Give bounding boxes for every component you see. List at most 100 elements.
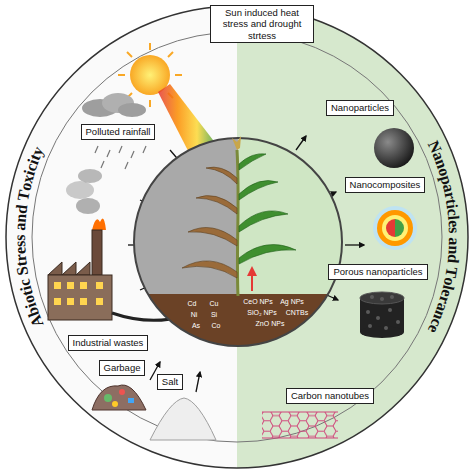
background-disc xyxy=(6,6,468,468)
cloud-rain xyxy=(143,146,146,153)
ring-title-letter: s xyxy=(12,241,28,248)
node-text: Industrial wastes xyxy=(73,337,144,348)
ring-title-letter xyxy=(12,230,28,234)
plant xyxy=(196,196,237,214)
plant xyxy=(239,211,288,232)
element-label: Co xyxy=(212,322,221,329)
factory-icon xyxy=(54,298,61,305)
ring-title-letter: n xyxy=(445,245,462,255)
ring-title-letter: e xyxy=(445,220,461,228)
plant xyxy=(206,167,237,184)
source-callout: Garbage xyxy=(99,360,146,375)
cloud-rain xyxy=(118,103,146,117)
sun-icon xyxy=(168,52,173,57)
cloud-rain xyxy=(101,161,104,168)
ring-title-letter: r xyxy=(13,253,30,262)
element-label: Ag NPs xyxy=(280,298,304,305)
plant xyxy=(251,268,253,291)
plant xyxy=(188,228,237,247)
inner-circle xyxy=(134,138,342,346)
carbon-nanotube-icon xyxy=(262,412,338,438)
factory-icon xyxy=(66,181,94,199)
porous-nanoparticle-icon xyxy=(384,326,388,330)
garbage-pile xyxy=(119,389,125,395)
ring-title-letter: n xyxy=(12,213,29,223)
garbage-pile xyxy=(104,394,112,402)
plant xyxy=(239,245,296,264)
nanocomposite-icon xyxy=(377,210,413,246)
plant xyxy=(182,167,237,278)
porous-nanoparticle-icon xyxy=(388,308,392,312)
node-text: Nanoparticles xyxy=(331,102,389,113)
node-text: Polluted rainfall xyxy=(86,126,151,137)
cloud-rain xyxy=(125,162,128,169)
garbage-pile xyxy=(92,385,146,410)
sun-icon xyxy=(127,52,132,57)
stress-callout: Sun induced heat stress and drought strt… xyxy=(210,5,314,43)
carbon-nanotube-icon xyxy=(262,412,338,438)
stress-arrows xyxy=(345,244,364,245)
ring-title-letter: e xyxy=(12,247,28,255)
garbage-pile xyxy=(92,385,146,410)
ring-title-letter: s xyxy=(446,227,462,234)
plant xyxy=(182,136,296,296)
porous-nanoparticle-icon xyxy=(390,295,394,299)
plant xyxy=(182,261,237,278)
factory-icon xyxy=(76,198,100,214)
cloud-rain xyxy=(131,151,134,158)
factory-icon xyxy=(67,282,74,289)
node-text: Nanocomposites xyxy=(350,179,421,190)
nanoparticle-icon xyxy=(374,128,414,168)
background-disc xyxy=(6,6,468,468)
factory-icon xyxy=(80,298,87,305)
nanocomposite-icon xyxy=(373,206,417,250)
ring-title-letter: d xyxy=(13,204,30,215)
sun-icon xyxy=(149,100,151,107)
node-text: Garbage xyxy=(104,362,141,373)
stress-arrows xyxy=(296,136,306,150)
source-callout: Salt xyxy=(157,374,183,389)
element-label: CNTBs xyxy=(286,309,309,316)
element-label: Cu xyxy=(210,300,219,307)
porous-nanoparticle-icon xyxy=(360,292,404,304)
carbon-nanotube-icon xyxy=(262,438,338,439)
cloud-rain xyxy=(119,146,122,153)
cloud-rain xyxy=(95,146,98,153)
source-callout: Industrial wastes xyxy=(68,335,149,350)
salt-pile xyxy=(150,398,216,440)
nanocomposite-icon xyxy=(395,219,404,237)
factory-icon xyxy=(96,298,103,305)
nanomaterial-callout: Nanocomposites xyxy=(345,177,426,192)
nanoparticle-icon xyxy=(374,128,414,168)
porous-nanoparticle-icon xyxy=(368,324,372,328)
ring-title-letter: a xyxy=(446,237,462,245)
factory-icon xyxy=(78,169,102,183)
factory-icon xyxy=(54,282,103,305)
nanocomposite-icon xyxy=(382,215,408,241)
porous-nanoparticle-icon xyxy=(380,297,384,301)
nanocomposite-icon xyxy=(386,219,395,237)
factory-icon xyxy=(48,275,112,320)
nanocomposite-icon xyxy=(373,206,417,250)
cloud-rain xyxy=(95,146,146,169)
ring-title-letter xyxy=(446,233,462,237)
porous-nanoparticle-icon xyxy=(366,295,400,330)
element-label: Cd xyxy=(188,300,197,307)
element-label: As xyxy=(192,322,200,329)
nanomaterial-callout: Carbon nanotubes xyxy=(286,388,374,403)
sun-icon xyxy=(175,74,182,76)
node-text: Carbon nanotubes xyxy=(291,390,369,401)
porous-nanoparticle-icon xyxy=(370,295,374,299)
ring-title-letter: d xyxy=(444,254,461,264)
nanomaterial-callout: Nanoparticles xyxy=(326,100,394,115)
factory-icon xyxy=(96,282,103,289)
node-text: Sun induced heat stress and drought strt… xyxy=(215,7,309,41)
element-label: SiO₂ NPs xyxy=(247,309,277,316)
plant xyxy=(239,154,296,264)
ring-title-letter: a xyxy=(12,222,28,231)
stress-arrows xyxy=(196,372,200,392)
cloud-rain xyxy=(107,150,110,157)
